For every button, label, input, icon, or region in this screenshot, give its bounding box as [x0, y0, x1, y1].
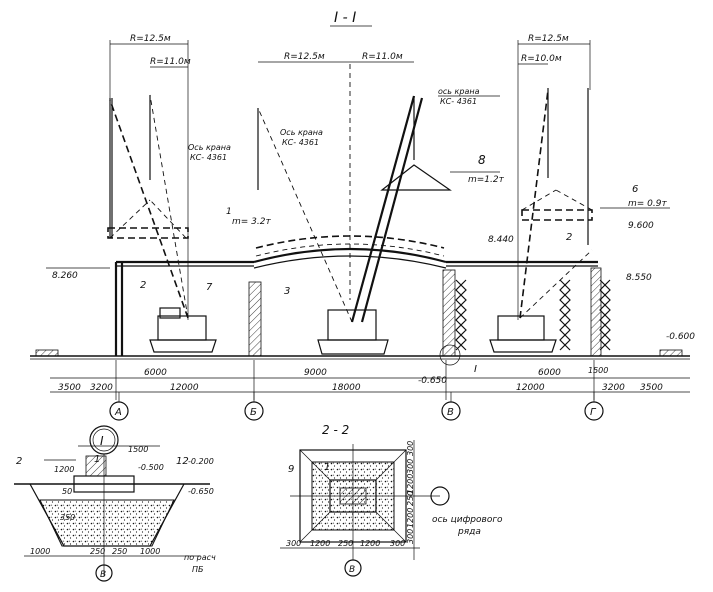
item-8-number: 8: [478, 153, 486, 167]
axis-bubble-G: Г: [584, 392, 604, 421]
detail-axis-label: В: [100, 570, 106, 580]
detail-dim-1000-left: 1000: [30, 547, 50, 556]
dim-1500: 1500: [588, 366, 608, 375]
item-6-mass: m= 0.9т: [628, 199, 667, 209]
ground-hatch: [35, 349, 683, 357]
detail-callout-I: I: [100, 434, 104, 448]
axis-bubble-A: А: [109, 392, 129, 421]
s22-right-dim-5: 300: [406, 529, 415, 544]
item-7: 7: [206, 282, 213, 293]
callout-I-circle-small: [439, 344, 461, 366]
section-2-2-title: 2 - 2: [322, 423, 349, 437]
detail-note-2: ПБ: [192, 565, 204, 574]
level-minus-0600: -0.600: [666, 332, 695, 342]
item-1-number: 1: [226, 207, 232, 217]
item-2-left: 2: [140, 280, 146, 291]
s22-right-dim-0: 300: [406, 441, 415, 456]
item-2-right: 2: [566, 232, 572, 243]
building-frame: [114, 235, 602, 357]
dim-3500-left: 3500: [58, 383, 81, 393]
crane-axis-left-line1: Ось крана: [188, 143, 231, 152]
dim-6000-right: 6000: [538, 368, 561, 378]
dim-12000-right: 12000: [516, 383, 545, 393]
radius-mid-outer: R=12.5м: [284, 52, 325, 62]
s22-right-dim-2: 1200: [406, 474, 415, 494]
radius-dimensions: [109, 40, 591, 320]
radius-right-inner: R=10.0м: [521, 54, 562, 64]
section-2-2-label-9: 9: [288, 464, 294, 475]
detail-dim-1500: 1500: [128, 445, 148, 454]
s22-right-dim-1: 300: [406, 459, 415, 474]
item-3: 3: [284, 286, 290, 297]
dim-18000: 18000: [332, 383, 361, 393]
s22-bottom-dim-4: 300: [390, 539, 405, 548]
section-2-2-label-1: 1: [324, 462, 330, 473]
axis-label-A: А: [114, 407, 122, 418]
detail-dim-250-a: 250: [90, 547, 105, 556]
axis-bubble-B: Б: [244, 392, 264, 421]
detail-level-0650: -0.650: [188, 487, 214, 496]
bottom-dimension-lines: [50, 360, 690, 400]
detail-level-0200: -0.200: [188, 457, 214, 466]
detail-I-foundation: [14, 425, 210, 582]
dim-9000: 9000: [304, 368, 327, 378]
section-title-I-I: I - I: [334, 10, 356, 26]
axis-bubble-V: В: [441, 392, 461, 421]
detail-label-1: 1: [94, 454, 100, 465]
detail-note-1: по расч: [184, 553, 216, 562]
s22-right-dim-4: 1200: [406, 508, 415, 528]
axis-label-B: Б: [250, 407, 257, 418]
ground-line: [30, 355, 690, 360]
dim-6000-left: 6000: [144, 368, 167, 378]
detail-label-2: 2: [16, 456, 22, 467]
section-2-2-right-dims: 300 300 1200 250 1200 300: [406, 441, 415, 544]
dim-3500-right: 3500: [640, 383, 663, 393]
section-2-2-plan: [280, 440, 450, 577]
item-6-number: 6: [632, 184, 638, 195]
section-2-2-axis-note-2: ряда: [457, 527, 481, 537]
detail-dim-50: 50: [62, 487, 72, 496]
s22-bottom-dim-1: 1200: [310, 539, 330, 548]
s22-bottom-dim-2: 250: [338, 539, 353, 548]
detail-dim-350: 350: [60, 513, 75, 522]
item-8-mass: m=1.2т: [468, 175, 505, 185]
level-8550: 8.550: [626, 273, 652, 283]
axis-label-V: В: [447, 407, 454, 418]
crane-left: [107, 94, 217, 353]
crane-axis-right-line1: ось крана: [438, 87, 480, 96]
level-8440: 8.440: [488, 235, 514, 245]
radius-left-inner: R=11.0м: [150, 57, 191, 67]
crane-right: [489, 88, 593, 353]
radius-mid-inner: R=11.0м: [362, 52, 403, 62]
section-2-2-axis-note-1: ось цифрового: [432, 515, 503, 525]
level-9600: 9.600: [628, 221, 654, 231]
crane-axis-mid-line2: КС- 4361: [282, 138, 319, 147]
callout-I-small: I: [474, 364, 477, 375]
dim-3200-left: 3200: [90, 383, 113, 393]
s22-bottom-dim-0: 300: [286, 539, 301, 548]
radius-right-outer: R=12.5м: [528, 34, 569, 44]
crane-axis-left-line2: КС- 4361: [190, 153, 227, 162]
section-2-2-axis-label: В: [349, 565, 355, 575]
detail-level-0500: -0.500: [138, 463, 164, 472]
level-minus-0650: -0.650: [418, 376, 447, 386]
lattice-columns: [455, 279, 611, 351]
crane-middle: [257, 64, 452, 355]
detail-dim-250-b: 250: [112, 547, 127, 556]
dim-12000-left: 12000: [170, 383, 199, 393]
s22-bottom-dim-3: 1200: [360, 539, 380, 548]
detail-label-12: 12: [176, 456, 189, 467]
radius-left-outer: R=12.5м: [130, 34, 171, 44]
crane-axis-right-line2: КС- 4361: [440, 97, 477, 106]
s22-right-dim-3: 250: [406, 491, 415, 506]
crane-axis-mid-line1: Ось крана: [280, 128, 323, 137]
detail-dim-1200: 1200: [54, 465, 74, 474]
item-1-mass: m= 3.2т: [232, 217, 271, 227]
detail-dim-1000-right: 1000: [140, 547, 160, 556]
dim-3200-right: 3200: [602, 383, 625, 393]
section-2-2-bottom-dims: 300 1200 250 1200 300: [286, 539, 405, 548]
level-8260: 8.260: [52, 271, 78, 281]
axis-label-G: Г: [590, 407, 597, 418]
